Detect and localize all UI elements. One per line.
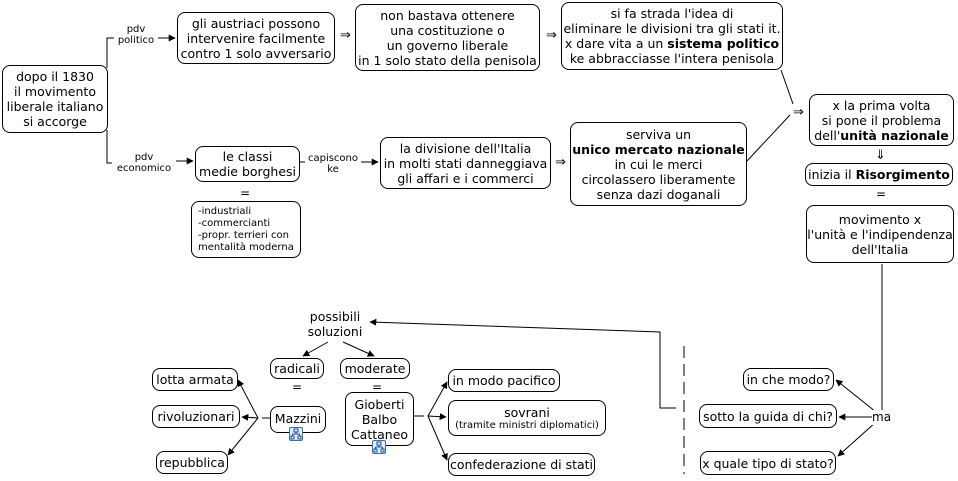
node-divisione-italia[interactable]: la divisione dell'Italia in molti stati … (380, 137, 551, 189)
node-gioberti-balbo-cattaneo[interactable]: Gioberti Balbo Cattaneo (345, 392, 414, 446)
node-mercato-nazionale[interactable]: serviva un unico mercato nazionale in cu… (570, 122, 747, 206)
concept-map-icon[interactable] (372, 440, 386, 454)
node-austriaci[interactable]: gli austriaci possono intervenire facilm… (177, 12, 335, 64)
node-risorgimento[interactable]: inizia il Risorgimento (805, 163, 953, 186)
node-tipo-di-stato[interactable]: x quale tipo di stato? (700, 451, 836, 475)
node-costituzione[interactable]: non bastava ottenere una costituzione o … (355, 4, 540, 71)
equals-sign-risorgimento: = (876, 187, 887, 201)
down-implies-arrow: ⇓ (875, 148, 886, 163)
implies-arrow-3: ⇒ (555, 155, 566, 170)
node-classi-medie-borghesi[interactable]: le classi medie borghesi (195, 146, 300, 182)
label-ma: ma (872, 410, 892, 425)
node-divisioni[interactable]: si fa strada l'idea di eliminare le divi… (561, 2, 783, 70)
implies-arrow-2: ⇒ (546, 28, 557, 43)
node-confederazione[interactable]: confederazione di stati (448, 453, 595, 476)
node-moderate[interactable]: moderate (340, 358, 410, 379)
node-unita-nazionale[interactable]: x la prima volta si pone il problema del… (809, 94, 954, 146)
node-sotto-la-guida[interactable]: sotto la guida di chi? (699, 404, 837, 428)
node-radicali[interactable]: radicali (270, 358, 324, 379)
node-in-che-modo[interactable]: in che modo? (743, 368, 834, 391)
node-dopo-il-1830[interactable]: dopo il 1830 il movimento liberale itali… (2, 65, 108, 133)
implies-arrow-1: ⇒ (340, 28, 351, 43)
equals-sign-classi: = (240, 186, 251, 200)
node-classi-list[interactable]: -industriali -commercianti -propr. terri… (191, 201, 301, 258)
node-in-modo-pacifico[interactable]: in modo pacifico (448, 369, 560, 392)
equals-sign-radicali: = (292, 380, 303, 394)
equals-sign-moderate: = (372, 380, 383, 394)
concept-map-icon[interactable] (289, 427, 303, 441)
node-rivoluzionari[interactable]: rivoluzionari (152, 405, 240, 428)
node-repubblica[interactable]: repubblica (156, 451, 228, 474)
node-sovrani[interactable]: sovrani (tramite ministri diplomatici) (448, 400, 606, 436)
node-movimento[interactable]: movimento x l'unità e l'indipendenza del… (806, 205, 954, 263)
node-lotta-armata[interactable]: lotta armata (152, 368, 238, 391)
implies-arrow-to-unita: ⇒ (793, 105, 804, 120)
node-mazzini[interactable]: Mazzini (270, 406, 326, 433)
